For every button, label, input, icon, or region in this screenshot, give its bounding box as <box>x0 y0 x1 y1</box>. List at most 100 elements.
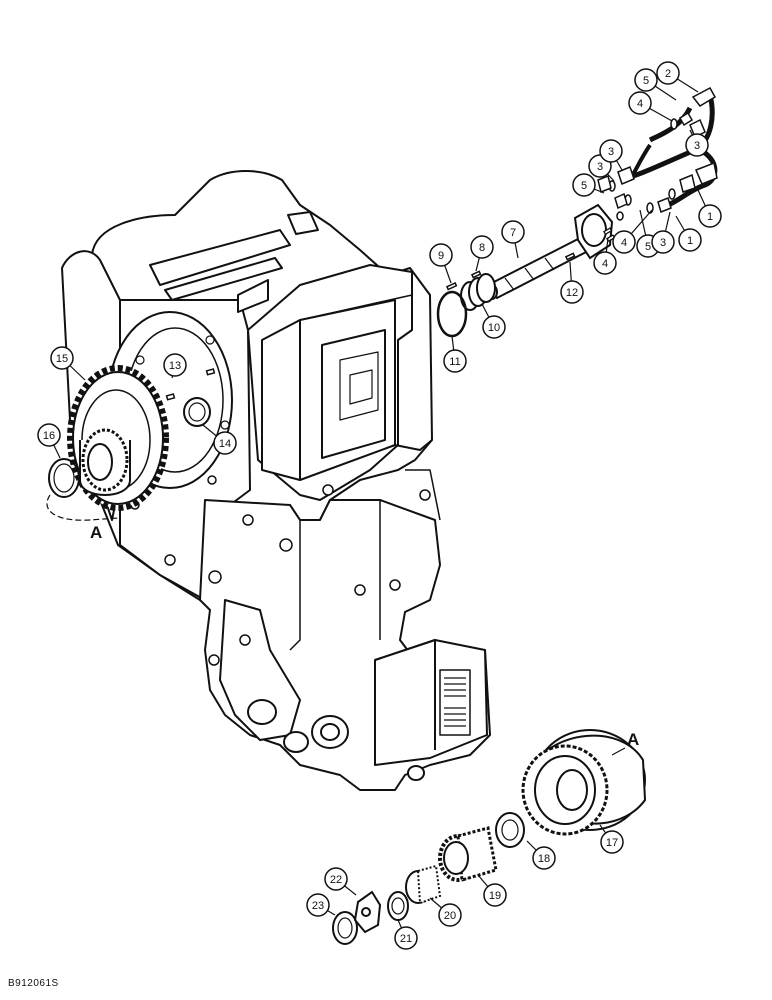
callout-2: 2 <box>656 61 699 93</box>
retainer-22 <box>353 890 382 934</box>
callout-number: 23 <box>312 900 324 912</box>
callout-circle <box>678 228 702 252</box>
callout-circle <box>572 173 596 197</box>
callout-circle <box>685 133 709 157</box>
callout-number: 7 <box>510 227 516 239</box>
callout-number: 5 <box>643 75 649 87</box>
callout-1: 1 <box>697 189 722 228</box>
callout-13: 13 <box>163 353 187 379</box>
callout-circle <box>324 867 348 891</box>
gear-19 <box>438 826 498 882</box>
callout-circle <box>213 431 237 455</box>
callout-number: 4 <box>602 258 608 270</box>
callout-9: 9 <box>429 243 453 284</box>
callout-circle <box>306 893 330 917</box>
callout-circle <box>394 926 418 950</box>
callout-circle <box>651 230 675 254</box>
callout-number: 3 <box>694 140 700 152</box>
callout-circle <box>599 139 623 163</box>
callout-number: 13 <box>169 360 181 372</box>
callout-4: 4 <box>628 91 673 122</box>
callout-circle <box>656 61 680 85</box>
callout-number: 12 <box>566 287 578 299</box>
callout-circle <box>698 204 722 228</box>
callout-circle <box>429 243 453 267</box>
callout-12: 12 <box>560 261 584 304</box>
callout-11: 11 <box>443 335 467 373</box>
callout-circle <box>438 903 462 927</box>
callout-3: 3 <box>651 211 675 254</box>
callout-number: 2 <box>665 68 671 80</box>
callout-number: 21 <box>400 933 412 945</box>
transmission-housing <box>61 170 491 791</box>
callout-number: 11 <box>449 356 460 368</box>
callout-3: 3 <box>599 139 623 171</box>
callout-circle <box>482 315 506 339</box>
thrust-washer-23 <box>332 911 358 945</box>
callout-16: 16 <box>37 423 61 459</box>
callout-circle <box>593 251 617 275</box>
callout-number: 22 <box>330 874 342 886</box>
clutch-hub-17 <box>521 729 647 836</box>
callout-circle <box>163 353 187 377</box>
callout-circle <box>612 230 636 254</box>
callout-circle <box>470 235 494 259</box>
needle-bearing-20 <box>405 864 442 905</box>
dowel-pins-6 <box>603 227 616 243</box>
leader-line <box>611 747 626 756</box>
view-a-phantom-line <box>46 494 119 521</box>
callout-14: 14 <box>202 424 237 455</box>
callout-number: 5 <box>645 241 651 253</box>
callout-4: 4 <box>612 209 653 254</box>
callout-7: 7 <box>501 220 525 259</box>
callout-10: 10 <box>481 303 506 339</box>
callout-1: 1 <box>675 215 702 252</box>
callout-3: 3 <box>685 129 709 157</box>
callout-number: 19 <box>489 890 501 902</box>
callout-number: 3 <box>608 146 614 158</box>
view-letter-a: A <box>90 523 102 542</box>
callout-number: 4 <box>621 237 627 249</box>
callout-number: 15 <box>56 353 68 365</box>
fittings-3-4-5 <box>597 86 718 221</box>
callout-17: 17 <box>599 824 624 854</box>
callout-number: 20 <box>444 910 456 922</box>
callout-number: 14 <box>219 438 231 450</box>
thrust-washer-18 <box>495 812 525 848</box>
o-ring-11 <box>436 290 468 338</box>
callout-circle <box>634 68 658 92</box>
callout-number: 1 <box>707 211 713 223</box>
callout-circle <box>483 883 507 907</box>
callout-21: 21 <box>394 919 418 950</box>
pins-8-9-12 <box>445 252 576 291</box>
gear-15 <box>67 365 169 511</box>
callout-circle <box>600 830 624 854</box>
callout-number: 8 <box>479 242 485 254</box>
shaft-7 <box>486 203 614 300</box>
view-letter-a: A <box>627 730 639 749</box>
callout-circle <box>628 91 652 115</box>
callout-number: 18 <box>538 853 550 865</box>
callout-circle <box>443 349 467 373</box>
snap-ring-16 <box>48 458 80 498</box>
callout-number: 9 <box>438 250 444 262</box>
callout-5: 5 <box>572 173 605 197</box>
callout-15: 15 <box>50 346 86 381</box>
callout-number: 16 <box>43 430 55 442</box>
callout-circle <box>501 220 525 244</box>
seal-14 <box>183 397 211 427</box>
callout-number: 10 <box>488 322 500 334</box>
pins-13 <box>165 368 216 401</box>
callout-number: 3 <box>597 161 603 173</box>
callout-number: 5 <box>581 180 587 192</box>
seal-rings-10 <box>460 273 496 311</box>
callout-circle <box>532 846 556 870</box>
callout-22: 22 <box>324 867 357 896</box>
callout-number: 17 <box>606 837 618 849</box>
figure-reference: B912061S <box>8 978 59 989</box>
callout-23: 23 <box>306 893 336 917</box>
callout-number: 4 <box>637 98 643 110</box>
callout-circle <box>37 423 61 447</box>
